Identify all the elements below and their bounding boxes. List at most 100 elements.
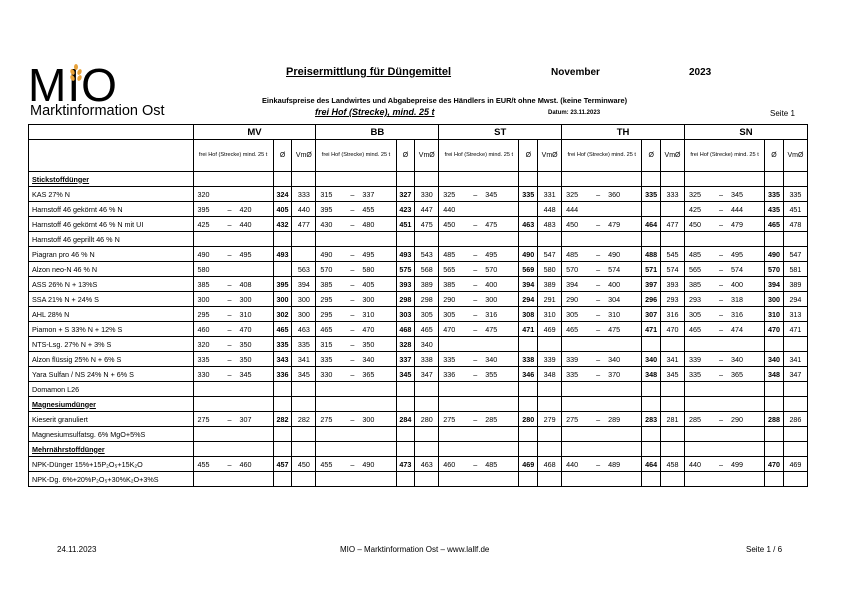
range-values: 465–475 [566, 325, 641, 334]
range-values: 320–350 [198, 340, 273, 349]
prev-month-average: 293 [660, 291, 685, 307]
price-min: 295 [320, 294, 333, 304]
range-values: 440–499 [689, 460, 764, 469]
empty-cell [291, 396, 317, 412]
prev-month-average [291, 381, 317, 397]
price-average: 340 [764, 351, 784, 367]
price-min: 305 [443, 309, 456, 319]
price-max: 365 [362, 369, 375, 379]
prev-month-average: 463 [291, 321, 317, 337]
price-range: 275–285 [438, 411, 520, 427]
prev-month-average [414, 381, 440, 397]
price-average: 569 [518, 261, 539, 277]
price-range: 275–307 [192, 411, 274, 427]
range-dash: – [473, 324, 478, 334]
price-range: 485–495 [438, 246, 520, 262]
empty-cell [561, 171, 643, 187]
price-max: 479 [730, 219, 743, 229]
price-average: 394 [518, 276, 539, 292]
range-dash: – [596, 354, 601, 364]
prev-month-average [537, 471, 563, 487]
prev-month-average: 282 [291, 411, 317, 427]
price-average: 394 [764, 276, 784, 292]
price-range [192, 381, 274, 397]
range-dash: – [350, 204, 355, 214]
range-values: 455–490 [320, 460, 395, 469]
price-max: 340 [362, 354, 375, 364]
price-max: 300 [485, 294, 498, 304]
price-average: 338 [518, 351, 539, 367]
price-average [764, 381, 784, 397]
prev-month-average: 477 [291, 216, 317, 232]
range-values: 335–350 [198, 355, 273, 364]
price-range: 315–350 [315, 336, 397, 352]
prev-month-average: 581 [782, 261, 809, 277]
price-average [518, 381, 539, 397]
range-dash: – [227, 249, 232, 259]
price-min: 275 [320, 414, 333, 424]
range-dash: – [227, 369, 232, 379]
price-average: 303 [395, 306, 416, 322]
price-average: 397 [641, 276, 662, 292]
price-range: 440–499 [683, 456, 766, 472]
range-values: 570–574 [566, 265, 641, 274]
product-name: Alzon neo-N 46 % N [28, 261, 194, 277]
price-average: 345 [395, 366, 416, 382]
price-max: 316 [730, 309, 743, 319]
average-header: Ø [764, 139, 784, 172]
range-values: 295–310 [320, 310, 395, 319]
price-average [764, 336, 784, 352]
price-min: 485 [566, 249, 579, 259]
price-range: 295–300 [315, 291, 397, 307]
price-min: 565 [688, 264, 701, 274]
range-values: 460–470 [198, 325, 273, 334]
price-average [272, 426, 293, 442]
prev-month-average: 305 [414, 306, 440, 322]
price-range: 330–365 [315, 366, 397, 382]
range-dash: – [350, 219, 355, 229]
empty-cell [192, 441, 274, 457]
product-name: Alzon flüssig 25% N + 6% S [28, 351, 194, 367]
range-dash: – [718, 324, 723, 334]
prev-month-average [291, 426, 317, 442]
price-range: 325–345 [438, 186, 520, 202]
price-min: 335 [197, 354, 210, 364]
price-average: 464 [641, 216, 662, 232]
range-dash: – [350, 249, 355, 259]
range-dash: – [596, 249, 601, 259]
price-max: 290 [730, 414, 743, 424]
price-max: 360 [608, 189, 621, 199]
price-max: 310 [608, 309, 621, 319]
price-average: 463 [518, 216, 539, 232]
range-dash: – [596, 309, 601, 319]
price-min: 335 [443, 354, 456, 364]
average-header: Ø [641, 139, 662, 172]
price-range: 465–470 [315, 321, 397, 337]
price-average [395, 231, 416, 247]
price-range [561, 381, 643, 397]
price-average [395, 426, 416, 442]
price-max: 574 [730, 264, 743, 274]
range-dash: – [350, 264, 355, 274]
price-range: 385–405 [315, 276, 397, 292]
price-range: 465–474 [683, 321, 766, 337]
price-min: 490 [320, 249, 333, 259]
price-average [395, 381, 416, 397]
price-average [641, 231, 662, 247]
range-values: 335–365 [689, 370, 764, 379]
group-label: Stickstoffdünger [28, 171, 194, 187]
price-range [438, 231, 520, 247]
prev-month-average: 468 [537, 456, 563, 472]
prev-month-average: 568 [414, 261, 440, 277]
prev-month-average [537, 381, 563, 397]
range-dash: – [350, 324, 355, 334]
range-values: 580 [198, 265, 273, 274]
price-min: 485 [688, 249, 701, 259]
prev-month-average [782, 231, 809, 247]
prev-month-average: 313 [782, 306, 809, 322]
